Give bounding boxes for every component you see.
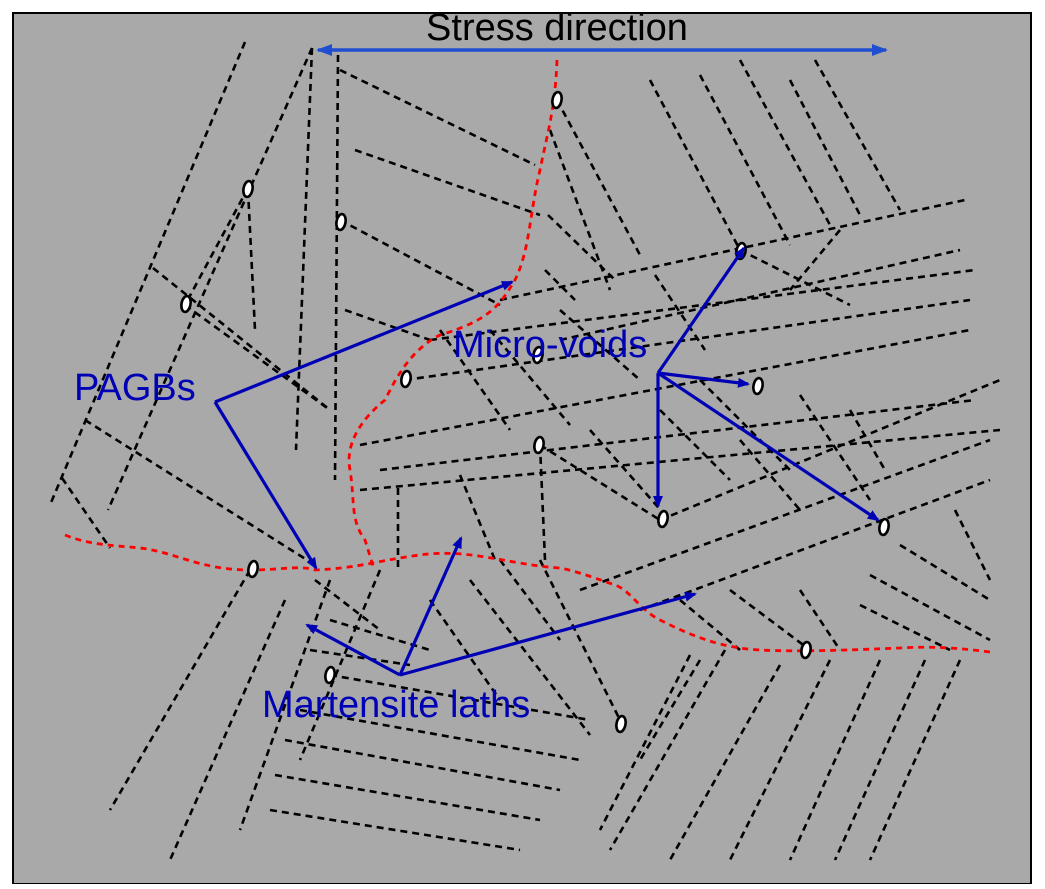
micro-voids-arrow-upper: [656, 246, 746, 374]
martensite-arrow-up: [398, 536, 463, 676]
micro-voids-arrow-far: [657, 371, 880, 522]
micro-void: [324, 665, 336, 685]
micro-void: [657, 509, 669, 529]
annotation-arrows: [213, 246, 880, 677]
micro-voids-label: Micro-voids: [453, 324, 647, 366]
micro-void: [335, 212, 347, 232]
micro-void: [533, 435, 545, 455]
micro-void: [180, 294, 192, 314]
micro-void: [400, 369, 412, 389]
martensite-lath-lines: [48, 41, 1001, 861]
micro-void: [800, 640, 812, 660]
martensite-arrow-left: [305, 623, 401, 677]
pagbs-arrow-lower: [213, 401, 318, 570]
micro-voids-arrow-right: [657, 371, 750, 388]
pagbs-label: PAGBs: [74, 367, 196, 409]
micro-void: [752, 376, 764, 396]
pagb-vertical: [347, 59, 559, 571]
micro-void: [615, 714, 627, 734]
martensite-arrow-right: [399, 591, 697, 677]
martensite-laths-label: Martensite laths: [262, 684, 530, 726]
micro-voids: [180, 90, 890, 734]
pagbs-arrow-upper: [214, 280, 514, 404]
micro-void: [878, 517, 890, 537]
background-panel: [12, 12, 1032, 885]
micro-void: [532, 345, 544, 365]
micro-void: [247, 559, 259, 579]
micro-void: [242, 179, 254, 199]
micro-void: [551, 90, 563, 110]
stress-direction-label: Stress direction: [426, 7, 688, 49]
